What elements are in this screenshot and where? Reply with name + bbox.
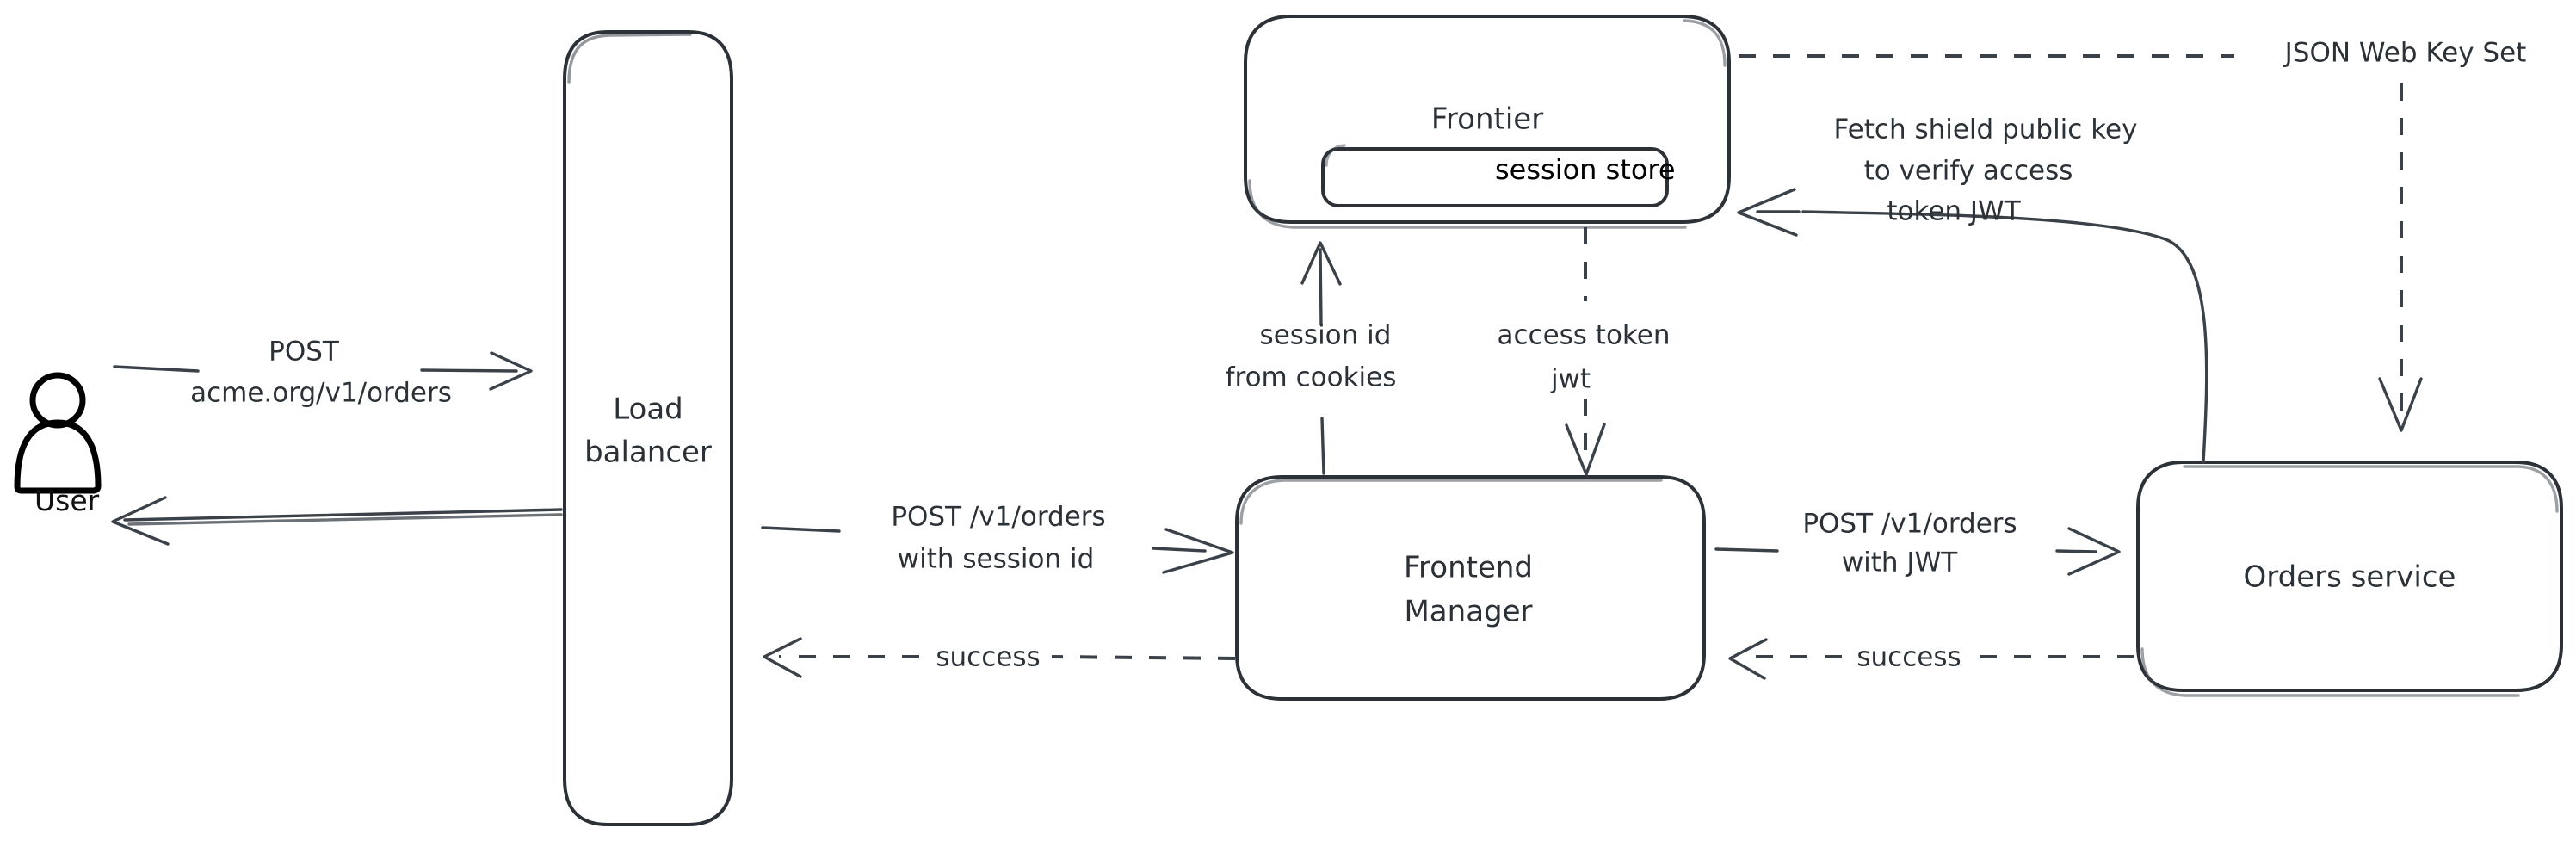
frontend-manager-label-line2: Manager	[1404, 595, 1532, 629]
actor-user-label: User	[34, 484, 100, 517]
edge-lb-to-fm-line	[761, 526, 841, 533]
edge-fm-to-frontier-line-upper	[1319, 248, 1323, 326]
frontier-box-sketch	[1248, 19, 1727, 229]
edge-orders-to-frontier-label-line3: token JWT	[1887, 196, 2021, 227]
orders-service-label: Orders service	[2244, 560, 2456, 595]
edge-fm-to-frontier-label-line2: from cookies	[1226, 362, 1397, 393]
edge-frontier-to-fm-arrowhead	[1565, 423, 1606, 476]
actor-user[interactable]: User	[14, 372, 102, 517]
edge-frontier-to-fm-label-line1: access token	[1497, 320, 1670, 351]
person-icon-body	[14, 419, 102, 494]
edge-lb-to-user-arrowhead	[111, 496, 170, 546]
edge-orders-to-frontier-arrowhead	[1737, 188, 1801, 237]
edge-fm-to-orders-arrowhead	[2067, 527, 2121, 576]
edge-fm-to-orders-label-line1: POST /v1/orders	[1802, 509, 2017, 540]
edge-fm-to-orders-line	[1714, 547, 1779, 553]
load-balancer-label-line1: Load	[613, 393, 683, 427]
person-icon-head	[29, 372, 86, 429]
edge-frontier-to-frontend-manager[interactable]: access token jwt	[1497, 227, 1671, 476]
edge-load-balancer-to-user[interactable]	[111, 496, 563, 546]
edge-orders-to-fm-label: success	[1856, 642, 1961, 673]
edge-frontend-manager-to-frontier[interactable]: session id from cookies	[1226, 241, 1397, 475]
edge-lb-to-user-line	[123, 508, 563, 522]
session-store-box	[1321, 147, 1669, 207]
edge-frontier-to-orders-service[interactable]: JSON Web Key Set	[1739, 38, 2527, 432]
edge-fm-to-frontier-arrowhead	[1300, 241, 1342, 286]
node-frontend-manager[interactable]: Frontend Manager	[1235, 475, 1706, 701]
load-balancer-box	[563, 30, 733, 826]
edge-orders-to-fm-arrowhead	[1728, 638, 1768, 680]
edge-user-to-lb-arrowhead	[489, 351, 533, 391]
edge-frontend-manager-to-orders-service[interactable]: POST /v1/orders with JWT	[1714, 509, 2121, 578]
session-store-label: session store	[1495, 153, 1676, 186]
frontend-manager-label-line1: Frontend	[1404, 551, 1533, 585]
edge-lb-to-fm-label-line1: POST /v1/orders	[891, 502, 1105, 533]
edge-fm-to-lb-label: success	[936, 642, 1040, 673]
edge-user-to-lb-line	[113, 365, 200, 373]
edge-orders-to-frontier-label-line1: Fetch shield public key	[1834, 114, 2138, 145]
session-store-box-sketch	[1325, 144, 1346, 167]
edge-user-to-lb-label-line2: acme.org/v1/orders	[190, 378, 452, 409]
load-balancer-box-sketch	[567, 33, 692, 84]
frontier-label: Frontier	[1431, 102, 1543, 137]
edge-lb-to-fm-label-line2: with session id	[898, 544, 1095, 575]
node-orders-service[interactable]: Orders service	[2136, 461, 2563, 697]
edge-user-to-lb-label-line1: POST	[269, 337, 340, 368]
edge-fm-to-lb-dashed-right	[1051, 655, 1236, 660]
edge-load-balancer-to-frontend-manager[interactable]: POST /v1/orders with session id	[761, 502, 1234, 575]
edge-user-to-lb-line-b	[420, 368, 518, 373]
edge-orders-service-to-frontend-manager[interactable]: success	[1728, 638, 2134, 680]
node-frontier[interactable]: Frontier session store	[1244, 15, 1731, 229]
edge-fm-to-orders-label-line2: with JWT	[1842, 547, 1958, 578]
edge-fm-to-frontier-line-lower	[1320, 417, 1325, 475]
orders-service-box	[2136, 461, 2563, 692]
edge-frontend-manager-to-load-balancer[interactable]: success	[763, 637, 1236, 678]
edge-frontier-to-orders-arrowhead	[2378, 377, 2423, 432]
node-session-store[interactable]: session store	[1321, 144, 1676, 207]
edge-frontier-to-fm-label-line2: jwt	[1550, 364, 1591, 395]
edge-frontier-to-orders-label: JSON Web Key Set	[2283, 38, 2527, 69]
edge-fm-to-lb-arrowhead	[763, 637, 802, 678]
frontend-manager-box	[1235, 475, 1706, 701]
edge-fm-to-orders-line-b	[2055, 549, 2097, 553]
orders-service-box-sketch	[2140, 465, 2559, 697]
edge-orders-to-frontier-line	[1801, 210, 2208, 464]
node-load-balancer[interactable]: Load balancer	[563, 30, 733, 826]
edge-lb-to-fm-line-b	[1152, 547, 1207, 553]
load-balancer-label-line2: balancer	[584, 436, 712, 470]
edge-fm-to-frontier-label-line1: session id	[1260, 320, 1392, 351]
edge-orders-service-to-frontier[interactable]: Fetch shield public key to verify access…	[1737, 114, 2208, 464]
edge-lb-to-user-line-b	[127, 513, 563, 526]
edge-lb-to-fm-arrowhead	[1162, 528, 1234, 574]
frontend-manager-box-sketch	[1239, 479, 1663, 525]
edge-user-to-load-balancer[interactable]: POST acme.org/v1/orders	[113, 337, 533, 409]
edge-orders-to-frontier-label-line2: to verify access	[1864, 156, 2073, 187]
